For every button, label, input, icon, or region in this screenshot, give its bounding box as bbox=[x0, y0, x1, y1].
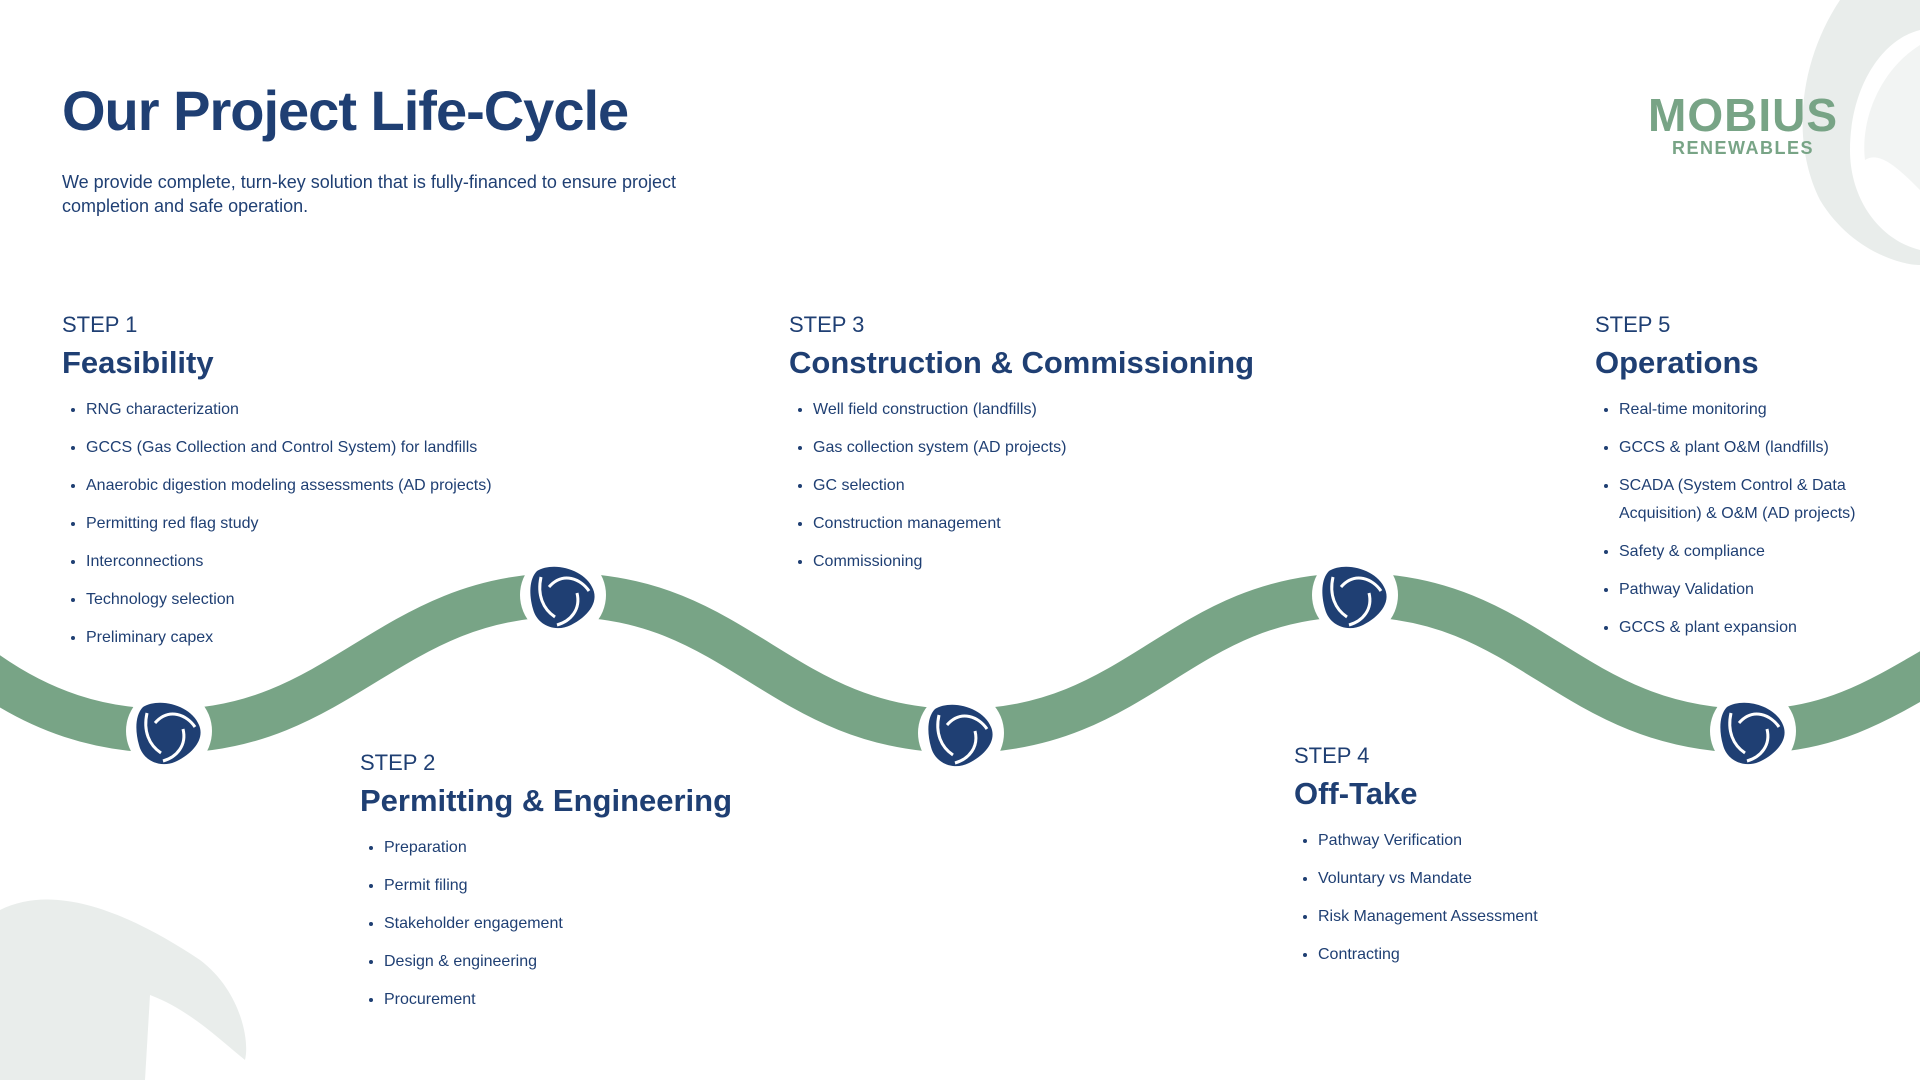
page-subtitle: We provide complete, turn-key solution t… bbox=[62, 172, 676, 216]
list-item: GCCS & plant O&M (landfills) bbox=[1604, 434, 1895, 462]
list-item: Contracting bbox=[1303, 941, 1794, 969]
list-item: SCADA (System Control & Data Acquisition… bbox=[1604, 472, 1895, 528]
mobius-logo: MOBIUS RENEWABLES bbox=[1648, 92, 1838, 158]
step-label: STEP 4 bbox=[1294, 743, 1370, 768]
step-items: Well field construction (landfills) Gas c… bbox=[789, 396, 1349, 576]
page-title: Our Project Life-Cycle bbox=[62, 79, 629, 142]
step-title: Operations bbox=[1595, 345, 1759, 380]
step-3-node-icon bbox=[916, 688, 1006, 778]
list-item: Pathway Verification bbox=[1303, 827, 1794, 855]
list-item: Permit filing bbox=[369, 872, 920, 900]
list-item: Safety & compliance bbox=[1604, 538, 1895, 566]
step-title: Feasibility bbox=[62, 345, 214, 380]
list-item: GC selection bbox=[798, 472, 1349, 500]
list-item: Permitting red flag study bbox=[71, 510, 622, 538]
list-item: Preparation bbox=[369, 834, 920, 862]
list-item: Technology selection bbox=[71, 586, 622, 614]
step-title: Construction & Commissioning bbox=[789, 345, 1254, 380]
step-label: STEP 1 bbox=[62, 312, 138, 337]
list-item: Pathway Validation bbox=[1604, 576, 1895, 604]
list-item: Stakeholder engagement bbox=[369, 910, 920, 938]
list-item: Construction management bbox=[798, 510, 1349, 538]
list-item: Design & engineering bbox=[369, 948, 920, 976]
logo-name: MOBIUS bbox=[1648, 89, 1838, 141]
list-item: Well field construction (landfills) bbox=[798, 396, 1349, 424]
step-title: Permitting & Engineering bbox=[360, 783, 733, 818]
step-1-node-icon bbox=[124, 686, 214, 776]
list-item: RNG characterization bbox=[71, 396, 622, 424]
list-item: Commissioning bbox=[798, 548, 1349, 576]
list-item: Risk Management Assessment bbox=[1303, 903, 1794, 931]
list-item: Preliminary capex bbox=[71, 624, 622, 652]
step-title: Off-Take bbox=[1294, 776, 1418, 811]
list-item: GCCS & plant expansion bbox=[1604, 614, 1895, 642]
list-item: Gas collection system (AD projects) bbox=[798, 434, 1349, 462]
logo-tagline: RENEWABLES bbox=[1671, 138, 1814, 158]
list-item: Procurement bbox=[369, 986, 920, 1014]
list-item: Voluntary vs Mandate bbox=[1303, 865, 1794, 893]
list-item: Real-time monitoring bbox=[1604, 396, 1895, 424]
list-item: Anaerobic digestion modeling assessments… bbox=[71, 472, 622, 500]
step-label: STEP 3 bbox=[789, 312, 865, 337]
list-item: Interconnections bbox=[71, 548, 622, 576]
list-item: GCCS (Gas Collection and Control System)… bbox=[71, 434, 622, 462]
step-label: STEP 2 bbox=[360, 750, 436, 775]
step-label: STEP 5 bbox=[1595, 312, 1671, 337]
